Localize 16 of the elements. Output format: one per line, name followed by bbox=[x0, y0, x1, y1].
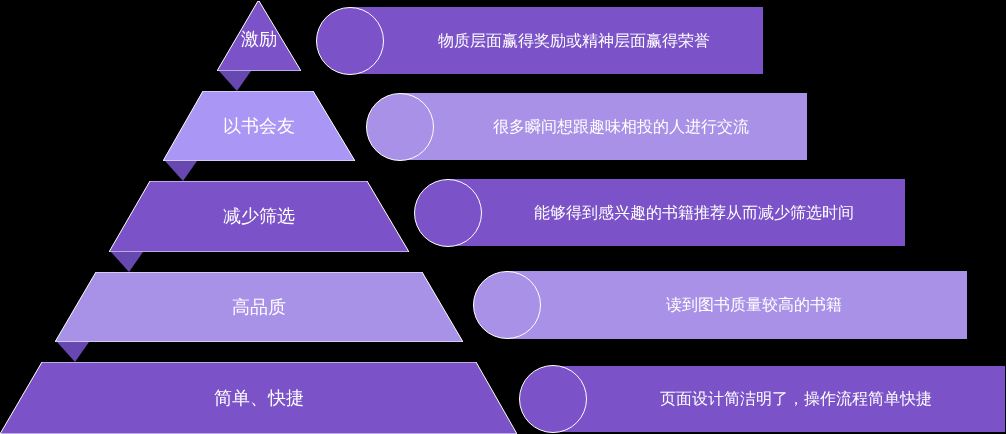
description-text: 物质层面赢得奖励或精神层面赢得荣誉 bbox=[437, 30, 710, 51]
level-label: 高品质 bbox=[232, 295, 286, 319]
description-bar bbox=[519, 366, 1005, 432]
pyramid-level bbox=[0, 362, 517, 434]
description-bar bbox=[366, 93, 807, 160]
description-bar bbox=[473, 271, 967, 339]
level-label: 简单、快捷 bbox=[213, 386, 304, 410]
description-text: 能够得到感兴趣的书籍推荐从而减少筛选时间 bbox=[533, 202, 854, 223]
description-bar bbox=[414, 179, 905, 246]
level-label: 以书会友 bbox=[223, 114, 295, 138]
level-label: 激励 bbox=[241, 27, 277, 51]
description-text: 页面设计简洁明了，操作流程简单快捷 bbox=[660, 389, 932, 409]
level-label: 减少筛选 bbox=[223, 205, 295, 228]
description-text: 读到图书质量较高的书籍 bbox=[666, 295, 842, 315]
description-bar bbox=[316, 7, 763, 74]
description-text: 很多瞬间想跟趣味相投的人进行交流 bbox=[492, 116, 749, 137]
